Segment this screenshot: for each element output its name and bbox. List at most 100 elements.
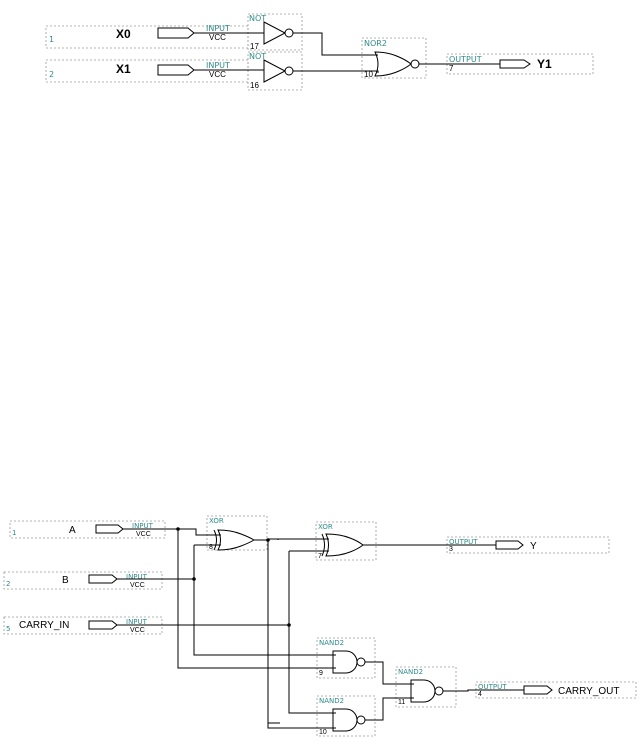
- nand-9-frame: [316, 637, 376, 679]
- wire-nand10-nand11: [365, 697, 414, 721]
- output-y1-type: OUTPUT: [449, 55, 482, 64]
- output-carry-out-name: CARRY_OUT: [558, 686, 620, 697]
- input-carry-in-vcc: VCC: [130, 627, 145, 634]
- input-carry-in-frame: [3, 616, 163, 635]
- not-17-frame: [247, 13, 303, 51]
- nand-10-id: 10: [319, 729, 327, 736]
- input-a-frame: [9, 520, 166, 539]
- not-16-type: NOT: [249, 52, 266, 61]
- input-a-type: INPUT: [132, 522, 154, 530]
- junction-xor8: [266, 538, 270, 542]
- junction-cin: [287, 623, 291, 627]
- wire-not17-nor: [293, 32, 378, 56]
- input-b-frame: [3, 571, 163, 590]
- nand-11-body: [410, 679, 436, 703]
- output-y-name: Y: [530, 541, 537, 552]
- not-17-type: NOT: [249, 14, 266, 23]
- input-x1-vcc: VCC: [209, 70, 226, 79]
- not-16-body: [263, 59, 287, 83]
- output-y1-name: Y1: [537, 57, 552, 71]
- input-x0-number: 1: [49, 35, 54, 44]
- input-x1-type: INPUT: [206, 61, 230, 70]
- xor-7-frame: [315, 521, 377, 561]
- wire-xor8-xor7: [254, 538, 329, 541]
- wire-xor8-down: [267, 540, 280, 724]
- nor-10-type: NOR2: [364, 39, 387, 48]
- nor-gate-10: NOR2 10: [361, 37, 427, 79]
- output-pin-y: OUTPUT 3 Y: [446, 536, 610, 554]
- circuit-1-wires: [194, 32, 500, 73]
- xor-8-type: XOR: [209, 517, 224, 525]
- xor-gate-8: XOR 8: [206, 515, 268, 551]
- input-pin-a: 1 A INPUT VCC: [9, 520, 166, 539]
- circuit-1: 1 X0 INPUT VCC 2 X1 INPUT VCC NOT 17 NOT: [45, 13, 594, 91]
- input-b-type: INPUT: [126, 573, 148, 581]
- input-b-pin-shape: [88, 574, 118, 584]
- output-y-pin-shape: [495, 540, 524, 550]
- not-16-id: 16: [250, 81, 259, 90]
- input-carry-in-type: INPUT: [126, 618, 148, 626]
- nor-10-id: 10: [364, 70, 373, 79]
- nand-10-type: NAND2: [319, 697, 344, 705]
- not-17-id: 17: [250, 42, 259, 51]
- nor-10-bubble: [410, 59, 420, 69]
- input-x0-pin-shape: [157, 27, 195, 39]
- nor-10-frame: [361, 37, 427, 79]
- nand-10-bubble: [356, 715, 366, 725]
- wire-not16-nor: [293, 70, 379, 73]
- xor-7-type: XOR: [318, 523, 333, 531]
- input-x1-name: X1: [116, 62, 131, 76]
- nand-9-type: NAND2: [319, 639, 344, 647]
- input-pin-x1: 2 X1 INPUT VCC: [45, 59, 249, 83]
- output-carry-out-number: 4: [478, 691, 482, 698]
- output-y1-number: 7: [449, 64, 454, 73]
- xor-7-body: [325, 533, 364, 557]
- junction-a: [176, 527, 180, 531]
- nand-10-body: [332, 708, 358, 732]
- input-carry-in-pin-shape: [88, 620, 118, 630]
- not-17-body: [263, 21, 287, 45]
- circuit-2: 1 A INPUT VCC 2 B INPUT VCC 5 CARRY_IN I…: [3, 515, 637, 737]
- nand-11-frame: [395, 666, 457, 708]
- input-x1-number: 2: [49, 70, 54, 79]
- input-a-vcc: VCC: [136, 531, 151, 538]
- xor-8-body: [217, 529, 255, 551]
- output-carry-out-pin-shape: [523, 685, 553, 695]
- xor-8-back-arc: [213, 529, 217, 551]
- wire-a-xor8: [123, 528, 221, 536]
- input-b-name: B: [62, 575, 69, 586]
- nor-10-body: [374, 51, 412, 77]
- circuit-2-wires: [117, 527, 524, 729]
- input-pin-carry-in: 5 CARRY_IN INPUT VCC: [3, 616, 163, 635]
- wire-a-nand9: [177, 529, 336, 669]
- junction-b: [192, 577, 196, 581]
- input-b-vcc: VCC: [130, 582, 145, 589]
- wire-cin-nand10: [288, 551, 336, 714]
- xor-8-id: 8: [209, 544, 213, 551]
- input-a-number: 1: [12, 529, 16, 537]
- xor-gate-7: XOR 7: [315, 521, 377, 561]
- input-carry-in-number: 5: [6, 625, 10, 633]
- xor-7-id: 7: [318, 553, 322, 560]
- wire-nand9-nand11: [365, 661, 414, 685]
- input-x0-type: INPUT: [206, 24, 230, 33]
- nand-9-id: 9: [319, 670, 323, 677]
- input-a-pin-shape: [95, 524, 124, 534]
- wire-b-nand9: [193, 545, 336, 656]
- output-y-type: OUTPUT: [449, 538, 478, 546]
- nand-9-bubble: [356, 657, 366, 667]
- nand-11-bubble: [434, 686, 444, 696]
- nand-gate-9: NAND2 9: [316, 637, 376, 679]
- nand-gate-11: NAND2 11: [395, 666, 457, 708]
- nand-10-frame: [316, 695, 376, 737]
- nand-9-body: [332, 650, 358, 674]
- input-b-number: 2: [6, 580, 10, 588]
- input-carry-in-name: CARRY_IN: [19, 620, 69, 631]
- nand-11-id: 11: [398, 699, 405, 706]
- nand-11-type: NAND2: [398, 668, 423, 676]
- wire-nand11-out: [443, 689, 524, 692]
- not-16-bubble: [284, 66, 294, 76]
- nand-gate-10: NAND2 10: [316, 695, 376, 737]
- input-pin-b: 2 B INPUT VCC: [3, 571, 163, 590]
- not-17-bubble: [284, 28, 294, 38]
